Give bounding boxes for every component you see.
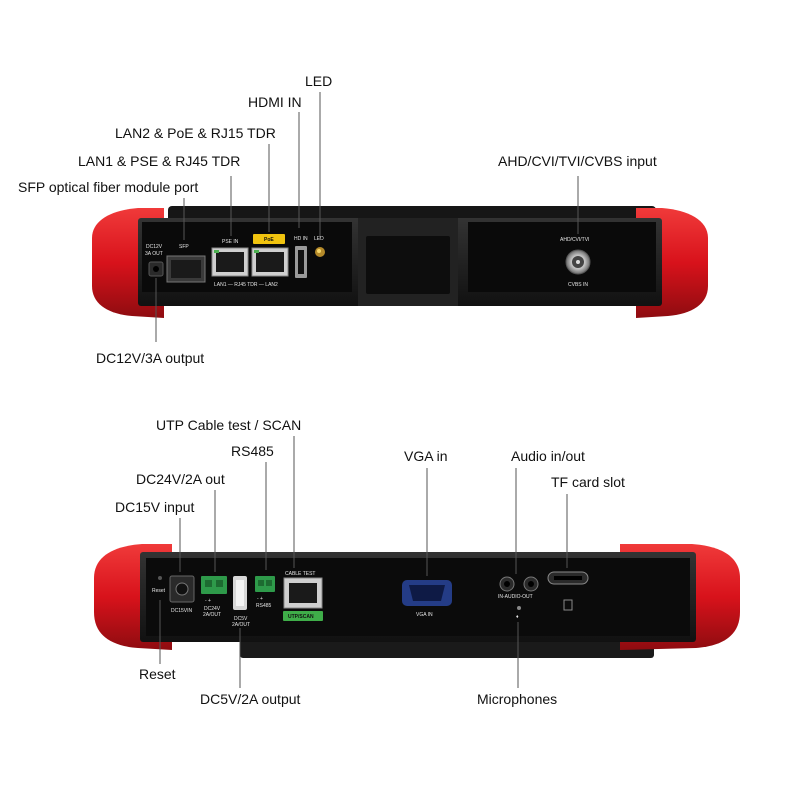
dc24-terminal[interactable] [201, 576, 227, 594]
bnc-pin [576, 260, 580, 264]
top-leader-lines [155, 92, 579, 342]
callout-dc24: DC24V/2A out [136, 471, 225, 487]
bottom-leader-lines [159, 436, 568, 688]
callout-dc15: DC15V input [115, 499, 194, 515]
reset-button[interactable] [158, 576, 162, 580]
vga-port-inner [409, 585, 445, 601]
led-highlight [317, 249, 321, 253]
cvbs-label: CVBS IN [568, 282, 588, 288]
pse-in-label: PSE IN [222, 239, 239, 245]
poe-badge [253, 234, 285, 244]
rs485-sign: - + [257, 596, 263, 602]
callout-dc12: DC12V/3A output [96, 350, 204, 366]
callout-sfp: SFP optical fiber module port [18, 179, 198, 195]
top-callouts: LED HDMI IN LAN2 & PoE & RJ15 TDR LAN1 &… [18, 73, 657, 366]
dc15-label: DC15VIN [171, 608, 193, 614]
callout-rs485: RS485 [231, 443, 274, 459]
tf-card-icon [563, 599, 573, 611]
dc24-sign: - + [205, 598, 211, 604]
lan-strip-label: LAN1 — RJ45 TDR — LAN2 [214, 282, 278, 288]
audio-in-hole [504, 581, 510, 587]
callout-led: LED [305, 73, 332, 89]
lan2-port-inner [256, 252, 284, 272]
audio-out-hole [528, 581, 534, 587]
hd-in-label: HD IN [294, 236, 308, 242]
top-right-plate [468, 222, 656, 292]
sfp-port-inner [171, 260, 201, 278]
callout-lan2: LAN2 & PoE & RJ15 TDR [115, 125, 276, 141]
lan1-led [214, 250, 219, 253]
poe-badge-label: PoE [264, 237, 274, 243]
callout-reset: Reset [139, 666, 176, 682]
callout-ahd: AHD/CVI/TVI/CVBS input [498, 153, 657, 169]
dc15-port-hole [175, 582, 189, 596]
dc24-screw-a [205, 580, 212, 587]
utp-scan-label: UTP/SCAN [288, 614, 314, 620]
dc12-label-b: 3A OUT [145, 251, 163, 257]
device-top-view: DC12V 3A OUT SFP PSE IN PoE LAN1 — RJ45 … [92, 206, 708, 318]
dc5-label-b: 2A/OUT [232, 622, 250, 628]
reset-label: Reset [152, 588, 166, 594]
mic-icon: ♦ [516, 614, 519, 620]
hdmi-port-inner [298, 250, 304, 274]
bottom-callouts: UTP Cable test / SCAN RS485 DC24V/2A out… [115, 417, 625, 707]
utp-port-inner [289, 583, 317, 603]
rs485-screw-a [258, 580, 264, 586]
microphone-hole [517, 606, 521, 610]
callout-hdmi-in: HDMI IN [248, 94, 302, 110]
dc12-port-hole [153, 266, 159, 272]
tf-slot-inner [554, 576, 582, 580]
callout-lan1: LAN1 & PSE & RJ45 TDR [78, 153, 240, 169]
ahd-label: AHD/CVI/TVI [560, 237, 589, 243]
callout-tf: TF card slot [551, 474, 625, 490]
rs485-screw-b [266, 580, 272, 586]
dc24-screw-b [216, 580, 223, 587]
vga-label: VGA IN [416, 612, 433, 618]
device-bottom-view: Reset DC15VIN - + DC24V 2A/OUT DC5V 2A/O… [94, 544, 740, 658]
rs485-label: RS485 [256, 603, 272, 609]
led-label: LED [314, 236, 324, 242]
dc12-label: DC12V [146, 244, 163, 250]
callout-utp: UTP Cable test / SCAN [156, 417, 301, 433]
dc5-label: DC5V [234, 616, 248, 622]
lan1-port-inner [216, 252, 244, 272]
callout-mic: Microphones [477, 691, 557, 707]
callout-vga: VGA in [404, 448, 448, 464]
top-center-inset [366, 236, 450, 294]
utp-scan-badge [283, 611, 323, 621]
dc24-label-b: 2A/OUT [203, 612, 221, 618]
lan2-led [254, 250, 259, 253]
sfp-label: SFP [179, 244, 189, 250]
callout-dc5: DC5V/2A output [200, 691, 301, 707]
callout-audio: Audio in/out [511, 448, 585, 464]
audio-label: IN-AUDIO-OUT [498, 594, 533, 600]
dc5-usb-inner [236, 580, 244, 606]
cable-test-label: CABLE TEST [285, 571, 315, 577]
dc24-label: DC24V [204, 606, 221, 612]
